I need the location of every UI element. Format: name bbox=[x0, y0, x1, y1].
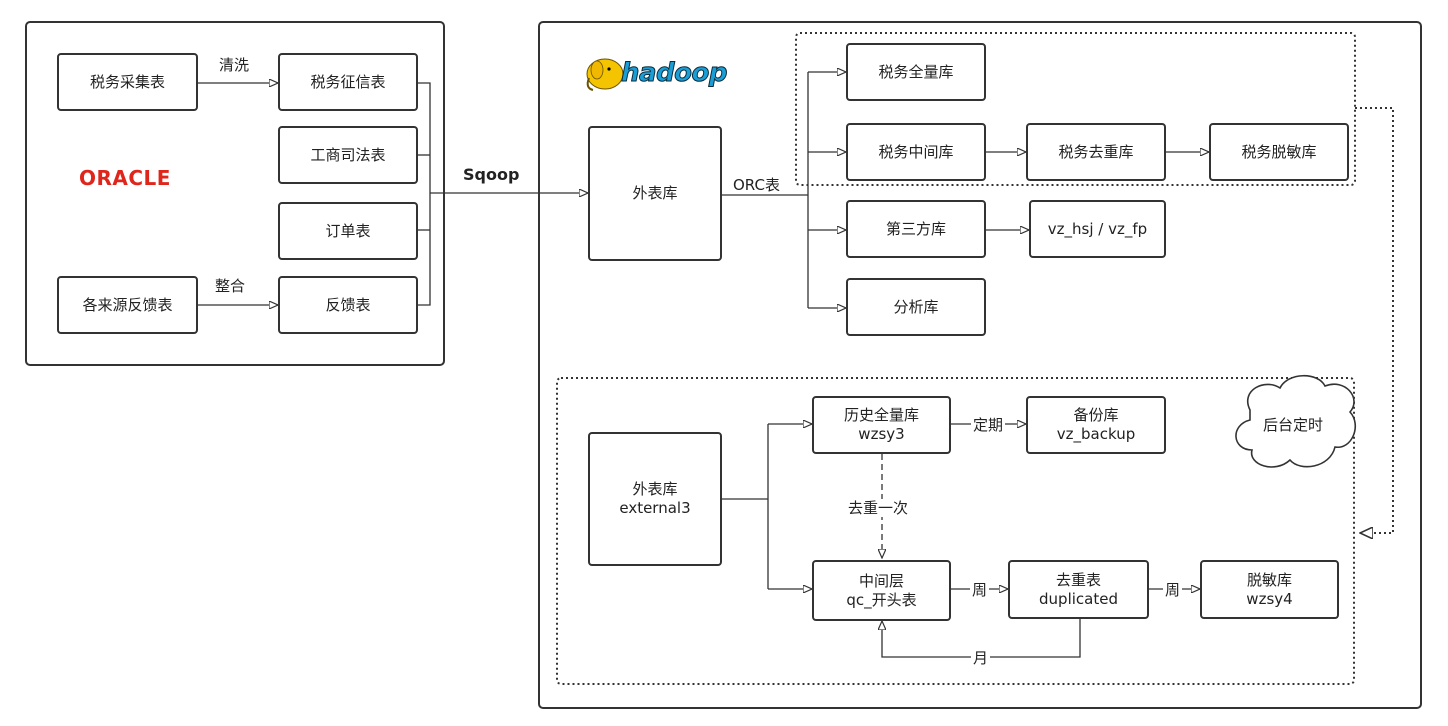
edge-label-clean: 清洗 bbox=[219, 56, 250, 74]
box-backup-line1: 备份库 bbox=[1073, 406, 1119, 424]
box-dedup[interactable]: 去重表 duplicated bbox=[1008, 560, 1149, 619]
box-desens[interactable]: 脱敏库 wzsy4 bbox=[1200, 560, 1339, 619]
box-desens-line2: wzsy4 bbox=[1246, 589, 1293, 608]
box-middle[interactable]: 中间层 qc_开头表 bbox=[812, 560, 951, 621]
hadoop-wordmark: hadoop bbox=[620, 58, 728, 89]
box-desens-line1: 脱敏库 bbox=[1246, 570, 1292, 589]
box-history-line1: 历史全量库 bbox=[843, 406, 919, 424]
box-tax-full[interactable]: 税务全量库 bbox=[846, 43, 986, 101]
box-analysis[interactable]: 分析库 bbox=[846, 278, 986, 336]
box-history[interactable]: 历史全量库 wzsy3 bbox=[812, 396, 951, 454]
edge-label-week-2: 周 bbox=[1163, 581, 1183, 599]
edge-label-orc: ORC表 bbox=[731, 176, 782, 194]
box-tax-mid[interactable]: 税务中间库 bbox=[846, 123, 986, 181]
edge-bundle bbox=[418, 82, 431, 306]
box-dedup-line1: 去重表 bbox=[1055, 570, 1101, 589]
box-order[interactable]: 订单表 bbox=[278, 202, 418, 260]
sqoop-label: Sqoop bbox=[463, 165, 520, 184]
box-external-lib[interactable]: 外表库 bbox=[588, 126, 722, 261]
hadoop-logo: hadoop bbox=[583, 52, 733, 96]
edge-label-dedup-once: 去重一次 bbox=[846, 499, 911, 517]
hadoop-panel bbox=[538, 21, 1422, 709]
edge-label-periodic: 定期 bbox=[971, 416, 1006, 434]
elephant-icon bbox=[586, 58, 624, 91]
box-vz[interactable]: vz_hsj / vz_fp bbox=[1029, 200, 1166, 258]
upper-dotted-region bbox=[795, 32, 1356, 186]
box-external3-line1: 外表库 bbox=[632, 480, 678, 498]
box-tax-dedup[interactable]: 税务去重库 bbox=[1026, 123, 1166, 181]
box-external3-line2: external3 bbox=[619, 499, 691, 517]
box-backup[interactable]: 备份库 vz_backup bbox=[1026, 396, 1166, 454]
box-tax-collect[interactable]: 税务采集表 bbox=[57, 53, 198, 111]
schedule-arrow bbox=[1355, 107, 1394, 533]
box-tax-desensitize[interactable]: 税务脱敏库 bbox=[1209, 123, 1349, 181]
box-multi-feedback[interactable]: 各来源反馈表 bbox=[57, 276, 198, 334]
oracle-panel bbox=[25, 21, 445, 366]
oracle-logo: ORACLE bbox=[79, 166, 171, 190]
box-middle-line1: 中间层 bbox=[858, 571, 904, 590]
box-middle-line2: qc_开头表 bbox=[846, 590, 917, 609]
box-third-party[interactable]: 第三方库 bbox=[846, 200, 986, 258]
box-dedup-line2: duplicated bbox=[1039, 589, 1118, 608]
box-business-judicial[interactable]: 工商司法表 bbox=[278, 126, 418, 184]
edge-label-integrate: 整合 bbox=[215, 277, 246, 295]
cloud-shape bbox=[1235, 374, 1356, 468]
edge-label-month: 月 bbox=[971, 649, 991, 667]
box-feedback[interactable]: 反馈表 bbox=[278, 276, 418, 334]
box-external3[interactable]: 外表库 external3 bbox=[588, 432, 722, 566]
box-history-line2: wzsy3 bbox=[858, 425, 905, 443]
box-tax-credit[interactable]: 税务征信表 bbox=[278, 53, 418, 111]
cloud-label: 后台定时 bbox=[1263, 416, 1324, 434]
edge-label-week-1: 周 bbox=[970, 581, 990, 599]
box-backup-line2: vz_backup bbox=[1056, 425, 1136, 443]
